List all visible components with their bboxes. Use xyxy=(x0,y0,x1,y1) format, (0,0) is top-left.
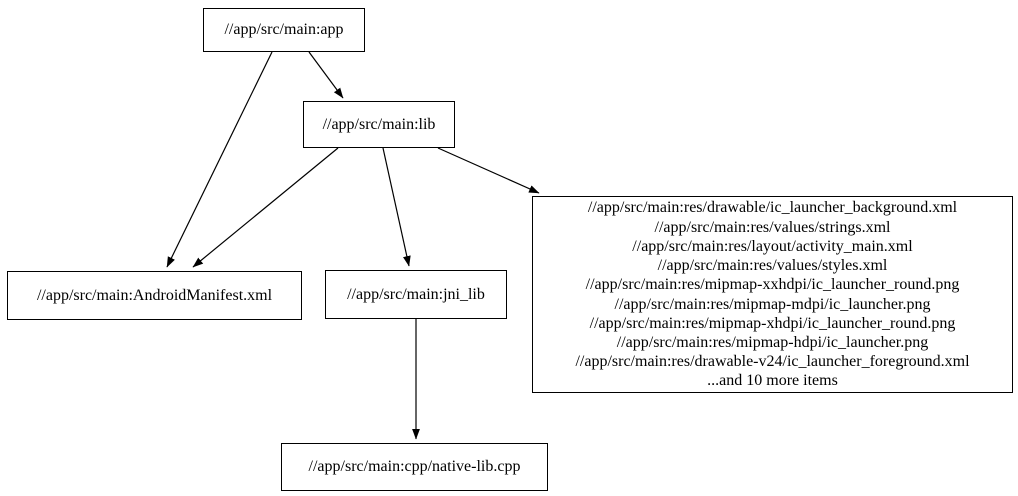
edge-app-to-lib xyxy=(308,51,344,99)
res-file-line: //app/src/main:res/values/styles.xml xyxy=(657,257,888,275)
edge-lib-to-android-manifest xyxy=(192,147,339,268)
node-native-lib-label: //app/src/main:cpp/native-lib.cpp xyxy=(308,458,521,476)
res-file-line: //app/src/main:res/layout/activity_main.… xyxy=(632,237,913,255)
node-android-manifest-label: //app/src/main:AndroidManifest.xml xyxy=(36,286,273,304)
edge-lib-to-res-group xyxy=(437,147,540,194)
node-app: //app/src/main:app xyxy=(203,8,365,52)
res-file-line: //app/src/main:res/mipmap-xxhdpi/ic_laun… xyxy=(585,276,960,294)
node-android-manifest: //app/src/main:AndroidManifest.xml xyxy=(7,271,302,320)
res-file-line: //app/src/main:res/mipmap-hdpi/ic_launch… xyxy=(616,333,929,351)
res-file-line: //app/src/main:res/values/strings.xml xyxy=(654,218,891,236)
res-file-line: //app/src/main:res/mipmap-mdpi/ic_launch… xyxy=(614,295,931,313)
node-jni-lib: //app/src/main:jni_lib xyxy=(325,270,507,319)
res-file-line: //app/src/main:res/drawable/ic_launcher_… xyxy=(587,199,958,217)
node-native-lib: //app/src/main:cpp/native-lib.cpp xyxy=(281,443,548,491)
edge-lib-to-jni-lib xyxy=(382,147,411,267)
res-file-line: //app/src/main:res/mipmap-xhdpi/ic_launc… xyxy=(589,314,956,332)
node-res-group: //app/src/main:res/drawable/ic_launcher_… xyxy=(532,196,1013,393)
res-file-line: //app/src/main:res/drawable-v24/ic_launc… xyxy=(575,353,970,371)
edge-app-to-android-manifest xyxy=(166,51,273,268)
node-jni-lib-label: //app/src/main:jni_lib xyxy=(347,285,485,303)
node-lib-label: //app/src/main:lib xyxy=(322,115,436,133)
node-lib: //app/src/main:lib xyxy=(303,101,455,148)
res-more-items-line: ...and 10 more items xyxy=(707,372,838,390)
node-app-label: //app/src/main:app xyxy=(224,21,344,39)
